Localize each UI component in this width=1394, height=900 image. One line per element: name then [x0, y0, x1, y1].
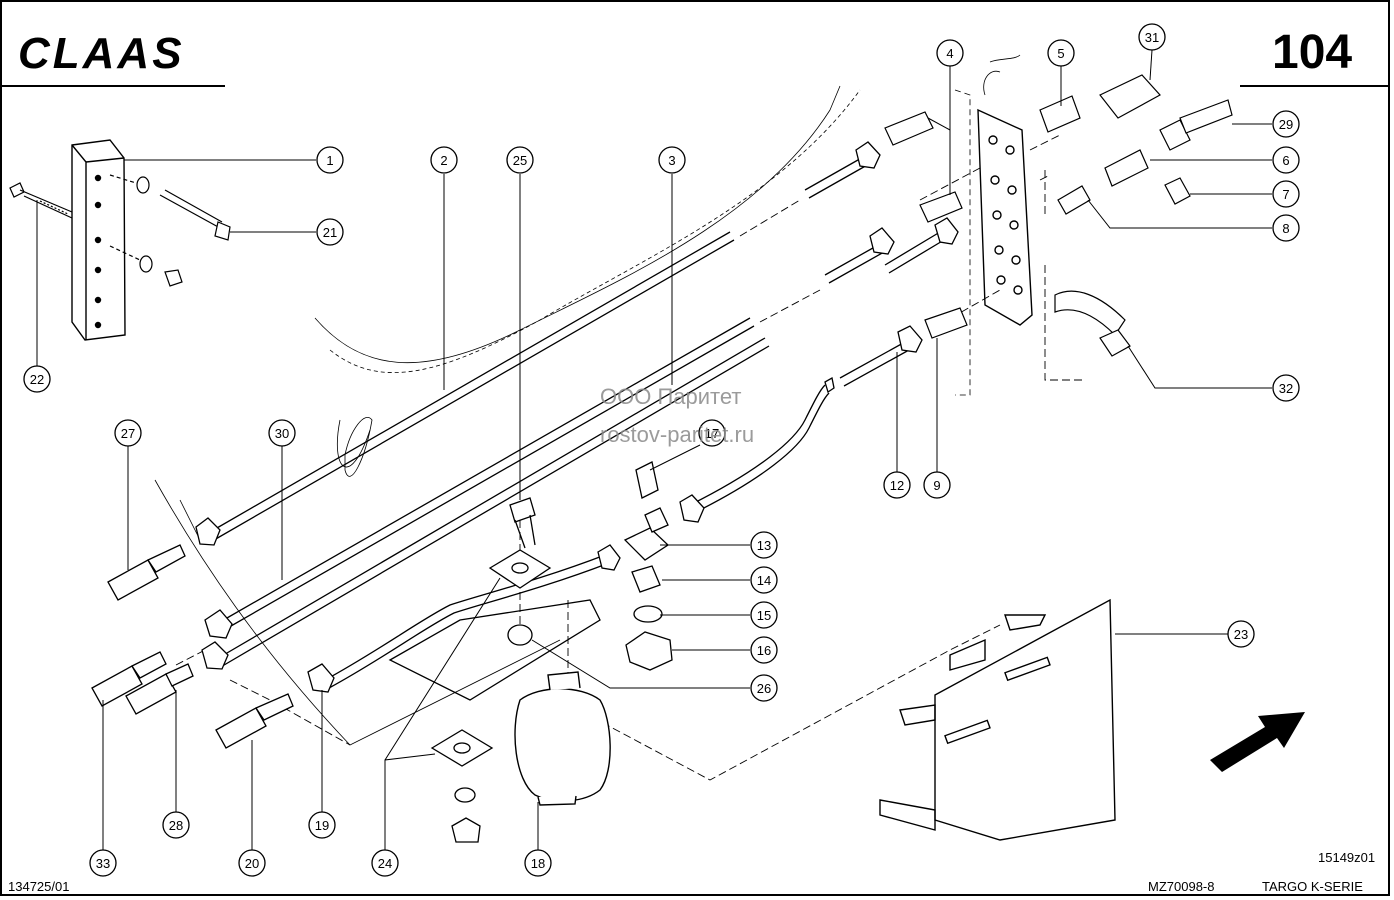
callout-13: 13 — [750, 531, 778, 559]
callout-28: 28 — [162, 811, 190, 839]
callout-7: 7 — [1272, 180, 1300, 208]
tee-fittings — [623, 461, 673, 671]
callout-19: 19 — [308, 811, 336, 839]
callout-16: 16 — [750, 636, 778, 664]
svg-text:6: 6 — [1282, 153, 1289, 168]
svg-text:32: 32 — [1279, 381, 1293, 396]
direction-arrow-icon — [1210, 712, 1305, 772]
callout-6: 6 — [1272, 146, 1300, 174]
svg-text:19: 19 — [315, 818, 329, 833]
callout-21: 21 — [316, 218, 344, 246]
svg-text:21: 21 — [323, 225, 337, 240]
svg-text:28: 28 — [169, 818, 183, 833]
svg-text:9: 9 — [933, 478, 940, 493]
svg-text:15: 15 — [757, 608, 771, 623]
callout-20: 20 — [238, 849, 266, 877]
svg-text:17: 17 — [705, 426, 719, 441]
mounting-plates — [388, 497, 601, 843]
clamp-hardware — [9, 174, 231, 287]
svg-text:29: 29 — [1279, 117, 1293, 132]
svg-text:5: 5 — [1057, 46, 1064, 61]
assembly-lines — [175, 134, 1085, 781]
mounting-bracket — [977, 108, 1033, 326]
pressure-accumulator — [514, 671, 611, 806]
svg-text:7: 7 — [1282, 187, 1289, 202]
svg-text:20: 20 — [245, 856, 259, 871]
svg-text:12: 12 — [890, 478, 904, 493]
callout-14: 14 — [750, 566, 778, 594]
svg-text:18: 18 — [531, 856, 545, 871]
svg-text:14: 14 — [757, 573, 771, 588]
callout-24: 24 — [371, 849, 399, 877]
callout-22: 22 — [23, 365, 51, 393]
callouts: 1 21 22 2 25 3 4 5 31 29 6 7 8 32 12 9 2… — [23, 23, 1300, 877]
svg-text:24: 24 — [378, 856, 392, 871]
callout-32: 32 — [1272, 374, 1300, 402]
cover-plate — [879, 598, 1116, 841]
svg-text:25: 25 — [513, 153, 527, 168]
threaded-adapters — [884, 74, 1233, 357]
callout-29: 29 — [1272, 110, 1300, 138]
page-number: 104 — [1272, 26, 1352, 79]
pipe-fittings — [195, 141, 959, 693]
svg-text:31: 31 — [1145, 30, 1159, 45]
watermark-company: ООО Паритет — [600, 384, 741, 409]
svg-text:30: 30 — [275, 426, 289, 441]
callout-1: 1 — [316, 146, 344, 174]
footer-left-code: 134725/01 — [8, 879, 69, 894]
svg-text:3: 3 — [668, 153, 675, 168]
callout-26: 26 — [750, 674, 778, 702]
callout-33: 33 — [89, 849, 117, 877]
callout-17: 17 — [698, 419, 726, 447]
callout-12: 12 — [883, 471, 911, 499]
callout-8: 8 — [1272, 214, 1300, 242]
svg-text:27: 27 — [121, 426, 135, 441]
callout-18: 18 — [524, 849, 552, 877]
pipes — [209, 155, 945, 689]
footer-center-code: MZ70098-8 — [1148, 879, 1214, 894]
svg-text:22: 22 — [30, 372, 44, 387]
clamp-bar — [71, 139, 126, 341]
callout-2: 2 — [430, 146, 458, 174]
svg-text:13: 13 — [757, 538, 771, 553]
svg-text:8: 8 — [1282, 221, 1289, 236]
leader-lines — [36, 49, 1272, 850]
callout-30: 30 — [268, 419, 296, 447]
chassis-outline — [154, 54, 1021, 746]
callout-23: 23 — [1227, 620, 1255, 648]
claas-logo: CLAAS — [18, 29, 185, 78]
hose-ends — [91, 544, 294, 749]
callout-31: 31 — [1138, 23, 1166, 51]
svg-text:33: 33 — [96, 856, 110, 871]
svg-text:2: 2 — [440, 153, 447, 168]
callout-5: 5 — [1047, 39, 1075, 67]
svg-text:16: 16 — [757, 643, 771, 658]
callout-15: 15 — [750, 601, 778, 629]
callout-9: 9 — [923, 471, 951, 499]
callout-27: 27 — [114, 419, 142, 447]
svg-text:26: 26 — [757, 681, 771, 696]
watermark-url: rostov-paritet.ru — [600, 422, 754, 447]
footer-series: TARGO K-SERIE — [1262, 879, 1363, 894]
footer-drawing-code: 15149z01 — [1318, 850, 1375, 865]
svg-text:23: 23 — [1234, 627, 1248, 642]
callout-25: 25 — [506, 146, 534, 174]
callout-4: 4 — [936, 39, 964, 67]
svg-text:1: 1 — [326, 153, 333, 168]
svg-text:4: 4 — [946, 46, 953, 61]
callout-3: 3 — [658, 146, 686, 174]
